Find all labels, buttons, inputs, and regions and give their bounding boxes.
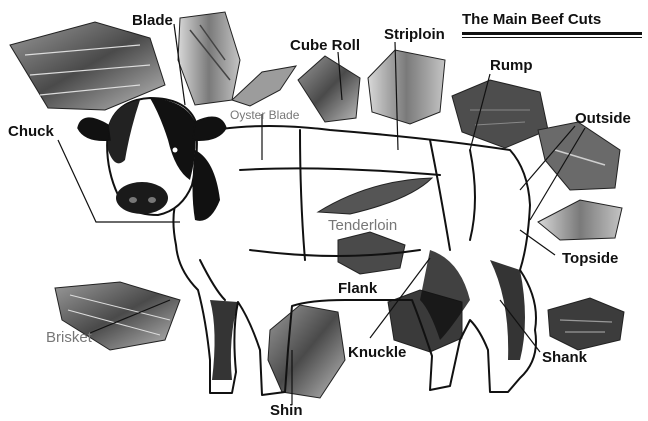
label-blade: Blade: [132, 13, 173, 28]
meat-outside-photo: [538, 122, 620, 190]
meat-shank-photo: [548, 298, 624, 350]
diagram-title: The Main Beef Cuts: [462, 11, 601, 28]
meat-chuck-photo: [10, 22, 165, 110]
label-topside: Topside: [562, 251, 618, 266]
meat-blade-photo: [178, 12, 240, 105]
meat-striploin-photo: [368, 50, 445, 124]
title-underline-thin: [462, 37, 642, 38]
meat-rump-photo: [452, 80, 548, 148]
label-shin: Shin: [270, 403, 303, 418]
title-underline: [462, 32, 642, 35]
label-outside: Outside: [575, 111, 631, 126]
label-cube-roll: Cube Roll: [290, 38, 360, 53]
label-rump: Rump: [490, 58, 533, 73]
meat-shin-photo: [268, 305, 345, 398]
label-brisket: Brisket: [46, 330, 92, 345]
label-chuck: Chuck: [8, 124, 54, 139]
meat-oyster-blade-photo: [232, 66, 296, 106]
label-oyster-blade: Oyster Blade: [230, 109, 299, 121]
label-shank: Shank: [542, 350, 587, 365]
label-tenderloin: Tenderloin: [328, 218, 397, 233]
meat-tenderloin-photo: [318, 178, 432, 214]
label-knuckle: Knuckle: [348, 345, 406, 360]
label-flank: Flank: [338, 281, 377, 296]
meat-topside-photo: [538, 200, 622, 240]
label-striploin: Striploin: [384, 27, 445, 42]
meat-cube-roll-photo: [298, 56, 360, 122]
